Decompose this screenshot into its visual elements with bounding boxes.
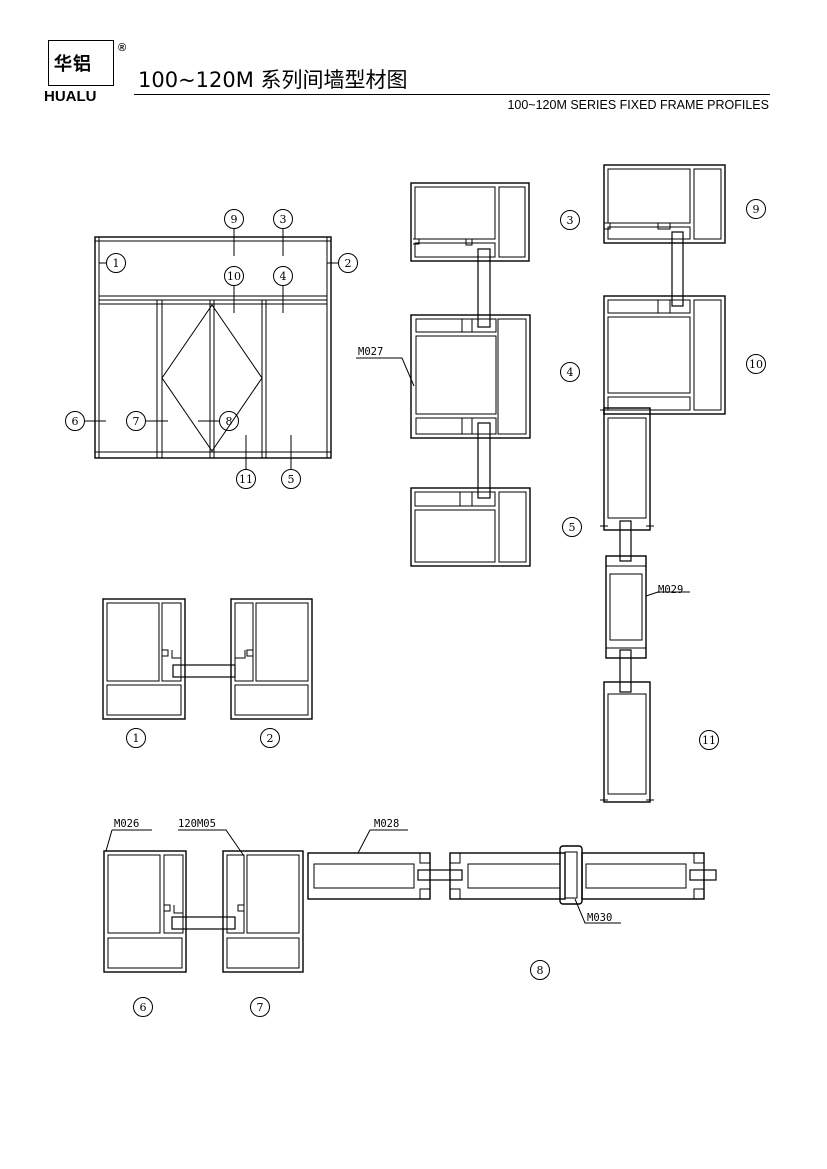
callout-label: 1 <box>113 257 120 270</box>
section-9-10 <box>603 164 726 415</box>
callout-label: 3 <box>567 214 574 227</box>
callout-elev-3: 3 <box>273 209 293 229</box>
callout-label: 8 <box>226 415 233 428</box>
callout-elev-6: 6 <box>65 411 85 431</box>
section-1-2 <box>102 598 313 720</box>
callout-label: 7 <box>133 415 140 428</box>
callout-label: 1 <box>133 732 140 745</box>
callout-sec-11: 11 <box>699 730 719 750</box>
callout-elev-8: 8 <box>219 411 239 431</box>
code-m027: M027 <box>358 346 383 358</box>
callout-label: 2 <box>267 732 274 745</box>
code-120m05: 120M05 <box>178 818 216 830</box>
page-title: 100~120M 系列间墙型材图 <box>138 68 408 92</box>
callout-elev-4: 4 <box>273 266 293 286</box>
callout-label: 6 <box>72 415 79 428</box>
callout-elev-5: 5 <box>281 469 301 489</box>
callout-label: 8 <box>537 964 544 977</box>
callout-label: 4 <box>567 366 574 379</box>
callout-elev-7: 7 <box>126 411 146 431</box>
callout-label: 6 <box>140 1001 147 1014</box>
callout-sec-4: 4 <box>560 362 580 382</box>
callout-label: 5 <box>288 473 295 486</box>
part-codes: M027 M029 M026 120M05 M028 M030 <box>114 346 683 924</box>
callout-label: 4 <box>280 270 287 283</box>
logo-chinese: 华铝 <box>54 54 92 75</box>
page-subtitle: 100~120M SERIES FIXED FRAME PROFILES <box>507 98 769 112</box>
callout-sec-1: 1 <box>126 728 146 748</box>
callout-sec-10: 10 <box>746 354 766 374</box>
callout-label: 10 <box>227 270 241 283</box>
callout-sec-7: 7 <box>250 997 270 1017</box>
callout-label: 9 <box>753 203 760 216</box>
callout-label: 3 <box>280 213 287 226</box>
callout-elev-11: 11 <box>236 469 256 489</box>
callout-elev-1: 1 <box>106 253 126 273</box>
callout-elev-2: 2 <box>338 253 358 273</box>
callout-sec-8: 8 <box>530 960 550 980</box>
diamond-pattern <box>161 304 263 452</box>
code-m028: M028 <box>374 818 399 830</box>
section-3-4-5 <box>356 182 531 567</box>
callout-sec-9: 9 <box>746 199 766 219</box>
registered-mark: ® <box>118 42 127 54</box>
elevation-view <box>85 228 338 470</box>
section-6-7 <box>103 829 304 973</box>
callout-sec-5: 5 <box>562 517 582 537</box>
callout-label: 10 <box>749 358 763 371</box>
code-m026: M026 <box>114 818 139 830</box>
callouts: 1 2 9 3 10 4 6 7 8 11 5 3 4 5 9 10 11 1 … <box>65 199 766 1017</box>
section-8 <box>307 829 717 924</box>
callout-label: 11 <box>702 734 716 747</box>
callout-sec-3: 3 <box>560 210 580 230</box>
callout-label: 5 <box>569 521 576 534</box>
logo-frame <box>48 40 114 86</box>
title-rule <box>134 94 770 95</box>
section-11 <box>600 407 690 803</box>
callout-label: 11 <box>239 473 253 486</box>
code-m030: M030 <box>587 912 612 924</box>
callout-label: 7 <box>257 1001 264 1014</box>
callout-elev-10: 10 <box>224 266 244 286</box>
code-m029: M029 <box>658 584 683 596</box>
logo-english: HUALU <box>44 88 97 105</box>
callout-sec-2: 2 <box>260 728 280 748</box>
callout-label: 2 <box>345 257 352 270</box>
callout-sec-6: 6 <box>133 997 153 1017</box>
callout-label: 9 <box>231 213 238 226</box>
callout-elev-9: 9 <box>224 209 244 229</box>
